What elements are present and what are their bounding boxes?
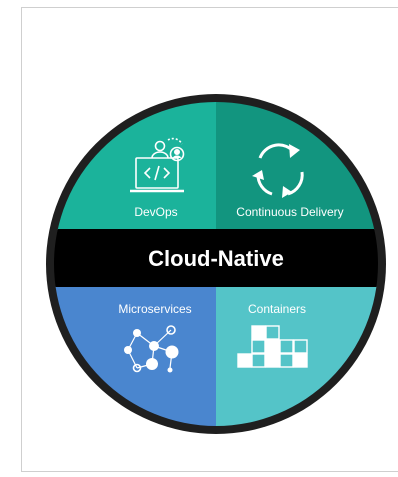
quadrant-label-devops: DevOps [134,205,177,219]
diagram-title: Cloud-Native [148,246,284,271]
quadrant-label-continuous-delivery: Continuous Delivery [236,205,343,219]
container-blocks-icon [237,325,308,368]
center-band [54,229,378,287]
quadrant-label-containers: Containers [248,302,306,316]
network-node-dots [124,325,179,373]
quadrant-label-microservices: Microservices [118,302,191,316]
quadrant-devops [54,102,216,230]
developer-laptop-icon [130,137,185,193]
refresh-arrowheads [252,144,300,198]
